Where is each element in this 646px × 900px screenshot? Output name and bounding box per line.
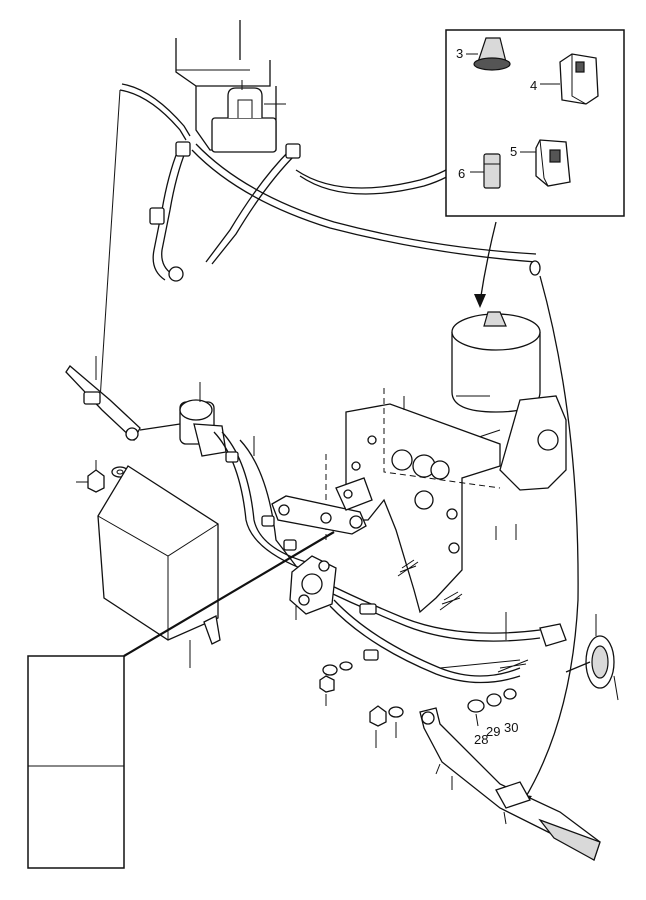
nuts-washers-middle xyxy=(319,661,353,706)
callout-30: 30 xyxy=(504,720,518,735)
bold-leader xyxy=(123,531,335,657)
arrow-head xyxy=(474,294,486,308)
vacuum-hoses xyxy=(119,83,541,282)
left-lever-arm xyxy=(65,356,141,442)
callout-6: 6 xyxy=(458,166,465,181)
leader-ticks xyxy=(95,436,517,640)
return-springs xyxy=(397,559,529,673)
callout-5: 5 xyxy=(510,144,517,159)
throttle-cables xyxy=(213,431,541,684)
cable-connector-right xyxy=(539,614,619,701)
callout-4: 4 xyxy=(530,78,537,93)
connector-part-5 xyxy=(520,139,571,187)
leader-line xyxy=(99,89,121,401)
control-unit-box xyxy=(97,465,221,668)
rubber-boot-part xyxy=(466,37,511,71)
throttle-lever xyxy=(419,707,601,861)
callout-29: 29 xyxy=(486,724,500,739)
vacuum-valve xyxy=(211,80,286,153)
long-leader xyxy=(523,275,579,801)
vacuum-actuator xyxy=(399,311,567,491)
nut-left xyxy=(76,469,105,493)
center-pulley xyxy=(289,555,337,620)
lower-hardware: 28 29 30 xyxy=(369,688,518,748)
mounting-plate xyxy=(325,388,501,614)
cable-actuator-left xyxy=(139,382,227,457)
legend-frame xyxy=(27,655,125,869)
callout-3: 3 xyxy=(456,46,463,61)
link-arm xyxy=(271,477,373,535)
connector-part-4 xyxy=(540,53,599,105)
callout-28: 28 xyxy=(474,732,488,747)
plug-part-6 xyxy=(470,153,501,189)
inset-arrow xyxy=(479,221,497,303)
parts-inset-box: 3 4 5 6 xyxy=(445,29,625,217)
